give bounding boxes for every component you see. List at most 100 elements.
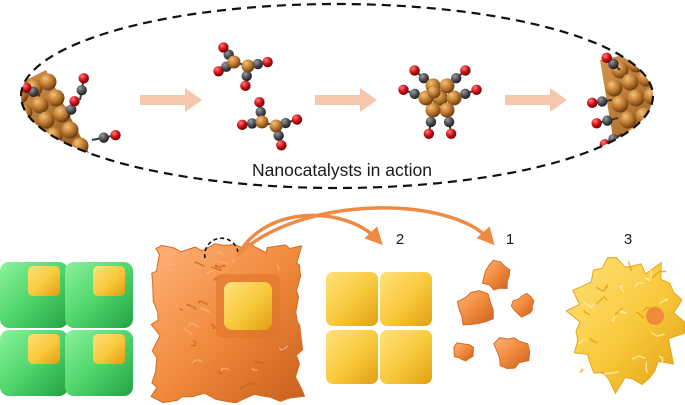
copper-atom [660,86,677,103]
yellow-cube-array [326,272,432,384]
orange-matrix-cube [150,237,306,404]
aggregate-facet [614,307,624,315]
copper-atom [269,119,283,133]
copper-atom [637,69,653,87]
carbon-atom [643,47,653,59]
matrix-crease [279,345,289,351]
oxygen-atom [644,38,653,50]
oxygen-atom [409,65,420,76]
matrix-crease [179,307,183,311]
step-label-2: 2 [396,231,404,248]
oxygen-atom [21,82,32,93]
aggregate-facet [583,309,591,316]
matrix-crease [218,260,228,264]
right-copper-surface [587,38,677,170]
oxygen-atom [601,52,612,64]
core-shell-cube [65,330,133,396]
peach-arrow-icon [140,88,202,112]
aggregate-facet [658,355,664,363]
matrix-crease [198,300,209,306]
carbon-atom [246,118,258,129]
oxygen-atom [398,84,409,95]
matrix-crease [251,383,256,387]
yellow-aggregate [565,256,685,395]
aggregate-facet [667,277,673,285]
copper-atom [71,137,89,155]
matrix-crease [214,252,224,257]
yellow-core [28,266,60,296]
carbon-atom [241,70,252,82]
aggregate-facet [618,285,625,293]
copper-atom [427,85,441,99]
aggregate-facet [645,362,649,374]
copper-atom [625,127,643,145]
copper-atom [605,79,623,97]
copper-atom [643,51,653,69]
copper-atom [255,115,269,129]
reaction-panel: Nanocatalysts in action [19,2,677,190]
copper-atom [241,59,255,73]
copper-atom [627,89,645,107]
matrix-crease [214,264,222,270]
copper-atom [37,111,55,129]
oxygen-atom [471,84,482,95]
peach-arrow-icon [505,88,567,112]
orange-fragment [493,337,531,370]
panel-caption: Nanocatalysts in action [252,160,432,180]
aggregate-facet [588,337,598,344]
copper-atom [61,121,79,139]
yellow-cube [380,330,432,384]
aggregate-orange-spot [646,307,664,325]
aggregate-facet [600,371,605,376]
copper-atom [439,102,455,118]
copper-atom [39,147,57,165]
aggregate-facet [649,270,667,281]
oxygen-atom [262,56,273,68]
carbon-atom [273,130,284,141]
embedded-yellow-cube [224,282,272,330]
copper-atom [658,122,675,139]
aggregate-facet [644,277,653,282]
carbon-atom [608,58,619,70]
dashed-ellipse-frame-icon [19,2,655,190]
matrix-crease [239,382,252,390]
dimer-molecule-top [213,42,273,92]
orange-fragment [456,290,494,326]
oxygen-atom [423,128,435,139]
nanocube-process: 2 1 3 [0,206,685,404]
oxygen-atom [213,66,224,77]
yellow-cube [326,272,378,326]
core-shell-cube [65,262,133,328]
carbon-atom [280,117,291,129]
orange-fragments [453,259,535,370]
matrix-crease [194,261,206,268]
copper-atom [621,73,639,91]
oxygen-atom [291,114,303,125]
aggregate-facet [636,311,645,319]
aggregate-facet [610,315,616,323]
oxygen-atom [599,139,611,150]
carbon-atom [98,132,109,143]
aggregate-facet [604,284,609,289]
copper-atom [39,73,57,91]
carbon-atom [460,88,471,100]
matrix-crease [191,359,203,364]
aggregate-facet [618,309,628,315]
step-label-3: 3 [624,231,632,248]
yellow-core [93,334,125,364]
copper-atom [651,103,653,121]
copper-atom [425,102,441,118]
copper-atom [227,55,241,69]
matrix-crease [220,264,226,268]
matrix-crease [276,264,280,271]
core-shell-cube [0,262,68,328]
matrix-crease [220,367,230,372]
copper-atom [631,141,649,159]
copper-atom [635,107,653,125]
copper-atom [611,95,629,113]
aggregate-facet [603,370,620,375]
copper-atom [654,68,671,85]
aggregate-facet [579,368,584,373]
matrix-crease [210,323,216,330]
